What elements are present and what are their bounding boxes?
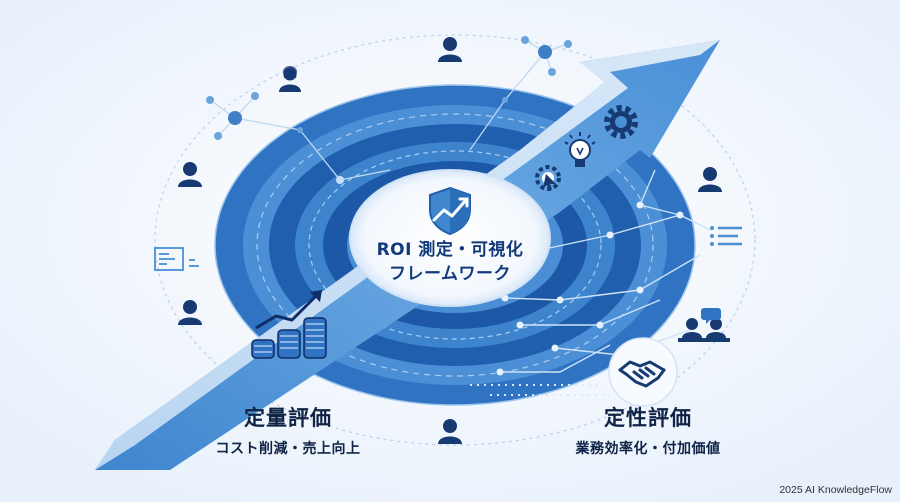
network-hub (228, 111, 242, 125)
document-list-icon (710, 226, 742, 246)
node-dot (596, 321, 604, 329)
dotted-flow (470, 384, 610, 396)
node-dot (297, 127, 303, 133)
person-icons (178, 37, 722, 444)
gear-icon (604, 105, 638, 139)
outer-orbit (154, 34, 756, 446)
left-network-nodes (206, 36, 572, 184)
qualitative-title: 定性評価 (604, 406, 692, 430)
shield-chart-icon (429, 186, 471, 236)
left-network-line (234, 117, 391, 181)
center-title-line2: フレームワーク (389, 264, 511, 284)
node-dot (214, 132, 222, 140)
chart-board-icon (154, 247, 199, 271)
node-dot (548, 68, 556, 76)
person-icon (438, 419, 462, 444)
node-dot (521, 36, 529, 44)
network-hub (538, 45, 552, 59)
node-dot (636, 286, 644, 294)
person-icon (438, 37, 462, 62)
coins-chart-icon (251, 290, 327, 359)
network-line-g (639, 169, 656, 206)
node-dot (636, 201, 644, 209)
person-icon (178, 162, 202, 187)
credit-text: 2025 AI KnowledgeFlow (779, 484, 892, 496)
person-icon (279, 66, 301, 92)
person-icon (178, 300, 202, 325)
node-dot (496, 368, 504, 376)
node-dot (676, 211, 684, 219)
node-dot (206, 96, 214, 104)
person-icon (698, 167, 722, 192)
center-title: ROI 測定・可視化 フレームワーク (355, 238, 545, 286)
node-dot (502, 97, 508, 103)
center-title-line1: ROI 測定・可視化 (376, 240, 524, 260)
handshake-icon (608, 337, 678, 407)
quantitative-subtitle: コスト削減・売上向上 (215, 441, 361, 457)
meeting-icon (678, 308, 730, 342)
node-dot (606, 231, 614, 239)
qualitative-label: 定性評価 業務効率化・付加価値 (528, 402, 768, 458)
quantitative-title: 定量評価 (244, 406, 332, 430)
lightbulb-icon (564, 132, 596, 167)
network-line-h (639, 204, 681, 216)
node-dot (516, 321, 524, 329)
ring-outline-3 (308, 150, 602, 340)
ring-outline-1 (214, 84, 696, 406)
quantitative-label: 定量評価 コスト削減・売上向上 (168, 402, 408, 458)
node-dot (336, 176, 344, 184)
network-line-a (539, 214, 711, 251)
network-line-e (500, 344, 611, 373)
cursor-gear-icon (535, 165, 561, 191)
center-core (349, 169, 551, 307)
node-dot (556, 296, 564, 304)
ring-outline-2 (256, 113, 654, 377)
node-dot (551, 344, 559, 352)
arrow-highlight (95, 40, 720, 470)
qualitative-subtitle: 業務効率化・付加価値 (575, 441, 721, 457)
node-dot (251, 92, 259, 100)
node-dot (564, 40, 572, 48)
